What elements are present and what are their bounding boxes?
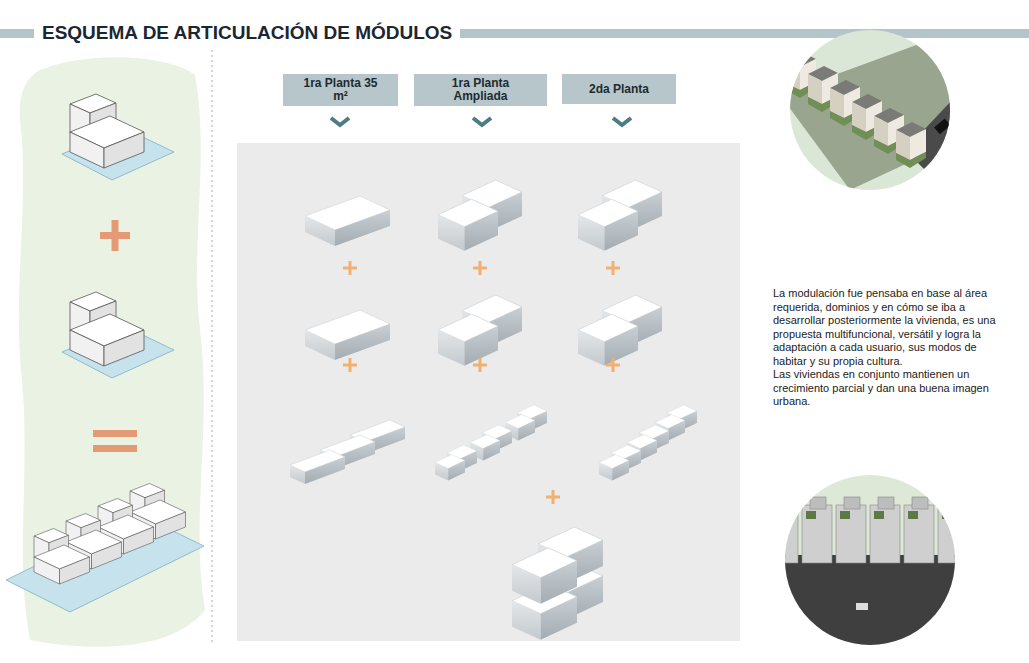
description-note: Las viviendas en conjunto mantienen un c… (773, 368, 1013, 409)
stacked-module (512, 527, 603, 604)
header-text: 2da Planta (589, 83, 649, 96)
house-module (62, 94, 174, 180)
house-module (62, 292, 174, 378)
chevron (613, 118, 631, 125)
plus-sign (100, 220, 130, 251)
module-panel (237, 143, 740, 641)
z-module (599, 445, 641, 480)
floor-header: 1ra Planta 35 m² (283, 74, 398, 106)
floor-header: 1ra Planta Ampliada (414, 74, 547, 106)
street-render (780, 40, 1005, 190)
chevron (331, 118, 349, 125)
slab-module (305, 310, 390, 360)
equals-sign (93, 430, 137, 452)
divider (212, 50, 213, 645)
z-module (438, 295, 522, 366)
house-row (6, 484, 204, 613)
plus-sign (343, 261, 620, 504)
plan-render (768, 497, 970, 650)
slab-module (290, 450, 345, 484)
chevron (473, 118, 491, 125)
title: ESQUEMA DE ARTICULACIÓN DE MÓDULOS (34, 21, 460, 45)
slab-module (305, 196, 390, 246)
floor-header: 2da Planta (562, 74, 676, 104)
z-module (578, 295, 662, 366)
z-module (438, 180, 522, 251)
header-text: 1ra Planta 35 m² (303, 77, 378, 103)
z-module (578, 180, 662, 251)
z-module (435, 445, 477, 480)
header-text: 1ra Planta Ampliada (444, 77, 517, 103)
note-column: La modulación fue pensaba en base al áre… (773, 287, 1013, 409)
description-note: La modulación fue pensaba en base al áre… (773, 287, 1013, 368)
